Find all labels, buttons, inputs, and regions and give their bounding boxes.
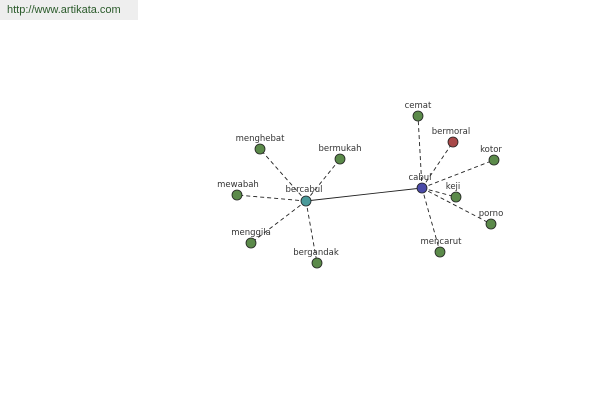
node-bercabul[interactable] (300, 195, 312, 207)
edge-bercabul-bergandak (305, 200, 318, 264)
node-label-cabul: cabul (408, 173, 431, 183)
node-bermukah[interactable] (334, 153, 346, 165)
node-bergandak[interactable] (311, 257, 323, 269)
node-label-keji: keji (446, 182, 461, 192)
nodes-layer (231, 110, 500, 269)
node-porno[interactable] (485, 218, 497, 230)
node-mewabah[interactable] (231, 189, 243, 201)
node-cemat[interactable] (412, 110, 424, 122)
node-label-menggila: menggila (231, 228, 271, 238)
node-label-bermukah: bermukah (318, 144, 361, 154)
node-label-cemat: cemat (405, 101, 432, 111)
node-label-porno: porno (479, 209, 504, 219)
node-bermoral[interactable] (447, 136, 459, 148)
edge-bercabul-bermukah (305, 158, 341, 202)
labels-layer: bercabul cabul menghebat bermukah mewabah men… (217, 101, 503, 258)
edge-cabul-cemat (417, 115, 423, 189)
node-keji[interactable] (450, 191, 462, 203)
node-cabul[interactable] (416, 182, 428, 194)
edge-cabul-kotor (421, 159, 495, 189)
edge-bercabul-cabul (305, 187, 423, 202)
edge-bercabul-menggila (250, 200, 307, 244)
edge-cabul-bermoral (421, 141, 454, 189)
node-label-bergandak: bergandak (293, 248, 339, 258)
source-url-watermark: http://www.artikata.com (0, 0, 138, 20)
node-mencarut[interactable] (434, 246, 446, 258)
edge-bercabul-mewabah (236, 194, 307, 202)
node-menggila[interactable] (245, 237, 257, 249)
node-menghebat[interactable] (254, 143, 266, 155)
edge-cabul-porno (421, 187, 492, 225)
edges-layer (236, 115, 495, 264)
node-label-bercabul: bercabul (286, 185, 323, 195)
node-label-menghebat: menghebat (236, 134, 286, 144)
node-kotor[interactable] (488, 154, 500, 166)
node-label-mewabah: mewabah (217, 180, 259, 190)
edge-cabul-keji (421, 187, 457, 198)
node-label-mencarut: mencarut (421, 237, 463, 247)
node-label-kotor: kotor (480, 145, 502, 155)
node-label-bermoral: bermoral (432, 127, 471, 137)
edge-bercabul-menghebat (259, 148, 307, 202)
